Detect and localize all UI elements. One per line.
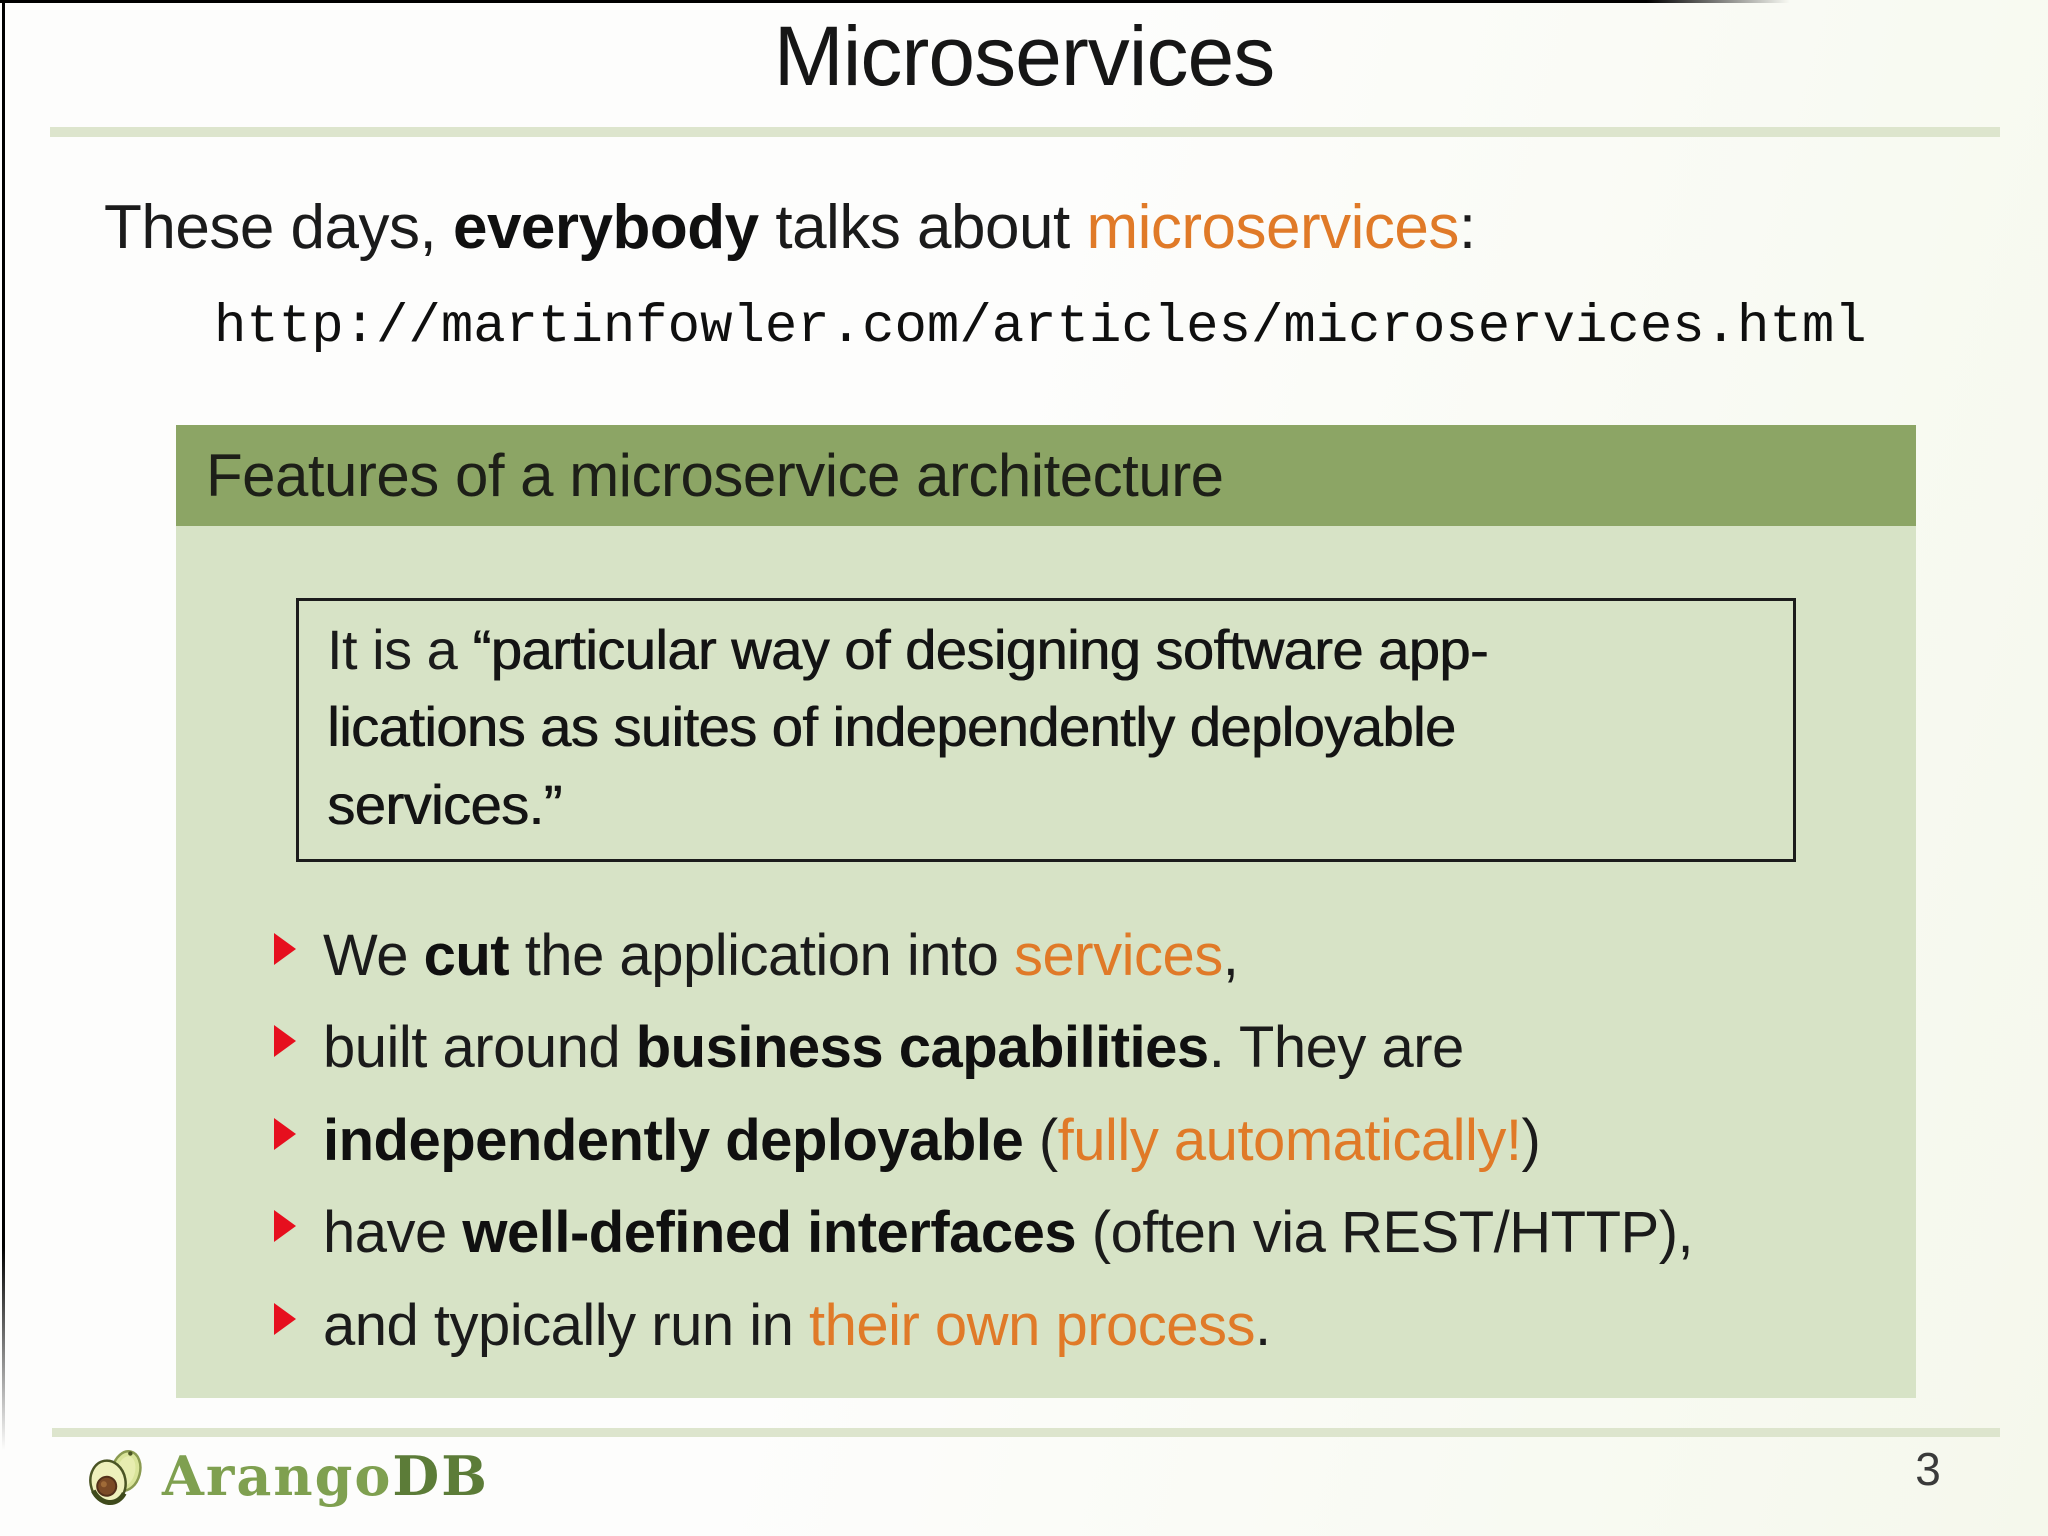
text-run: the application into [509,922,1014,988]
text-run: ( [1023,1107,1058,1173]
quote-line: lications as suites of independently dep… [327,688,1765,765]
list-item: have well-defined interfaces (often via … [272,1197,1916,1270]
bullet-triangle-icon [274,1025,296,1058]
capture-artifact-left-line [2,0,5,1450]
block-title: Features of a microservice architecture [176,425,1916,526]
avocado-icon [84,1444,148,1508]
text-run: , [1222,922,1239,988]
list-item: independently deployable (fully automati… [272,1105,1916,1178]
text-run: . [1255,1292,1271,1358]
text-run: . They are [1208,1015,1465,1081]
text-run: independently deployable [323,1107,1024,1173]
bullet-triangle-icon [274,1302,296,1335]
text-run: ) [1521,1107,1541,1173]
intro-text: These days, everybody talks about micros… [104,192,1476,263]
bullet-triangle-icon [274,1210,296,1243]
text-run: built around [323,1015,636,1081]
list-item-text: built around business capabilities. They… [323,1012,1464,1085]
text-run: microservices [1086,193,1459,262]
list-item: We cut the application into services, [272,920,1916,993]
bullet-triangle-icon [274,932,296,965]
text-run: and typically run in [323,1292,809,1358]
block-body: It is a “particular way of designing sof… [176,526,1916,1399]
quote-line: It is a “particular way of designing sof… [327,611,1765,688]
capture-artifact-top-line [0,0,1790,3]
text-run: business capabilities [635,1015,1209,1081]
text-run: services [1014,922,1223,988]
list-item-text: independently deployable (fully automati… [323,1105,1541,1178]
text-run: (often via REST/HTTP), [1076,1200,1694,1266]
features-block: Features of a microservice architecture … [176,425,1916,1399]
logo-wordmark: ArangoDB [162,1449,489,1503]
text-run: “particular way of designing software ap… [472,618,1488,681]
text-run: : [1458,193,1476,262]
bullet-triangle-icon [274,1117,296,1150]
arangodb-logo: ArangoDB [84,1444,489,1508]
text-run: fully automatically! [1057,1107,1522,1173]
logo-text-db: DB [392,1444,489,1508]
list-item: built around business capabilities. They… [272,1012,1916,1085]
list-item-text: have well-defined interfaces (often via … [323,1197,1694,1270]
article-url: http://martinfowler.com/articles/microse… [214,297,1867,358]
list-item-text: and typically run in their own process. [323,1290,1271,1363]
text-run: We [323,922,424,988]
text-run: lications as suites of independently dep… [327,695,1456,759]
text-run: talks about [758,193,1087,262]
list-item-text: We cut the application into services, [323,920,1239,993]
text-run: well-defined interfaces [462,1200,1077,1266]
page-number: 3 [1915,1443,1941,1495]
text-run: their own process [808,1292,1256,1358]
text-run: These days, [104,193,453,262]
text-run: cut [423,922,510,988]
logo-text-arango: Arango [162,1444,393,1508]
footer-separator-rule [52,1428,2000,1437]
feature-list: We cut the application into services, bui… [176,920,1916,1363]
text-run: services.” [327,772,562,836]
text-run: everybody [452,193,759,262]
title-separator-rule [50,127,2000,137]
text-run: have [323,1200,463,1266]
text-run: It is a [327,618,473,681]
quote-line: services.” [327,766,1765,843]
list-item: and typically run in their own process. [272,1290,1916,1363]
page-title: Microservices [773,9,1275,103]
definition-quote-box: It is a “particular way of designing sof… [296,598,1796,862]
